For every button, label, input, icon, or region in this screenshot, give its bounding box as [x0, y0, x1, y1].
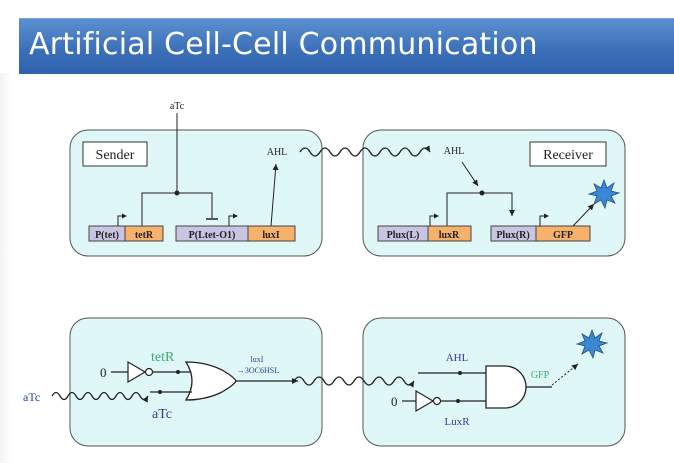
ahl-diffusion-wave-bottom [293, 376, 415, 388]
luxi-to-ahl-arrow [270, 163, 279, 227]
zero-input-right: 0 [391, 394, 398, 409]
tetr-signal-label: tetR [151, 350, 175, 365]
ahl-out-label: AHL [267, 147, 288, 158]
not-gate-left [127, 360, 147, 384]
gfp-output-label: GFP [531, 370, 550, 381]
and-gate-receiver [485, 365, 527, 409]
slide-edge-shadow [0, 73, 10, 463]
luxi-output-label: luxI [251, 355, 264, 364]
gfp-output-dashed-arrow [551, 363, 579, 386]
luxr-activation-bracket [446, 192, 515, 228]
not-gate-left-bubble [144, 367, 154, 377]
promoter-arrow-plux-r [539, 213, 549, 226]
atc-input-label: aTc [23, 390, 40, 404]
part-pltet-label: P(Ltet-O1) [189, 230, 236, 241]
promoter-arrow-plux-l [429, 213, 439, 226]
part-ptet-label: P(tet) [95, 230, 119, 241]
ahl-diffusion-wave-top [299, 145, 431, 157]
logic-gate-sender [184, 361, 237, 401]
tetr-repression-bracket [141, 192, 213, 226]
slide-title: Artificial Cell-Cell Communication [29, 27, 538, 62]
part-plux-l-label: Plux(L) [387, 230, 420, 241]
promoter-arrow-pltet [228, 213, 238, 226]
atc-inducer-label: aTc [170, 101, 185, 112]
receiver-label-box [529, 141, 607, 167]
part-luxi-label: luxI [262, 230, 279, 241]
not-gate-right-bubble [432, 396, 442, 406]
part-plux-r-label: Plux(R) [496, 230, 529, 241]
sender-label-box [82, 141, 148, 167]
luxr-gate-node [456, 399, 460, 403]
luxr-gate-label: LuxR [444, 416, 470, 428]
sender-label: Sender [96, 148, 135, 163]
atc-input-wave [51, 391, 149, 403]
part-gfp-label: GFP [553, 230, 573, 241]
part-tetr [124, 225, 164, 242]
ahl-gate-label: AHL [446, 352, 469, 364]
gfp-fluorescence-star [587, 178, 621, 210]
atc-gate-label: aTc [152, 407, 172, 422]
part-luxr [427, 225, 472, 242]
part-gfp [535, 225, 591, 242]
part-tetr-label: tetR [135, 230, 154, 241]
ahl-to-complex-arrow [461, 161, 479, 187]
tetr-wire-node [176, 370, 180, 374]
part-luxr-label: luxR [439, 230, 460, 241]
atc-gate-node [158, 390, 162, 394]
ahl-gate-node [458, 371, 462, 375]
title-bar: Artificial Cell-Cell Communication [19, 18, 674, 74]
ahl-in-label: AHL [444, 146, 465, 157]
gfp-output-star [575, 328, 609, 360]
hsl-output-label: →3OC6HSL [237, 366, 279, 375]
promoter-arrow-ptet [117, 213, 127, 226]
not-gate-right [415, 389, 435, 413]
gfp-to-fluorescence-arrow [572, 203, 595, 227]
zero-input-left: 0 [100, 365, 107, 380]
receiver-label: Receiver [543, 148, 593, 163]
